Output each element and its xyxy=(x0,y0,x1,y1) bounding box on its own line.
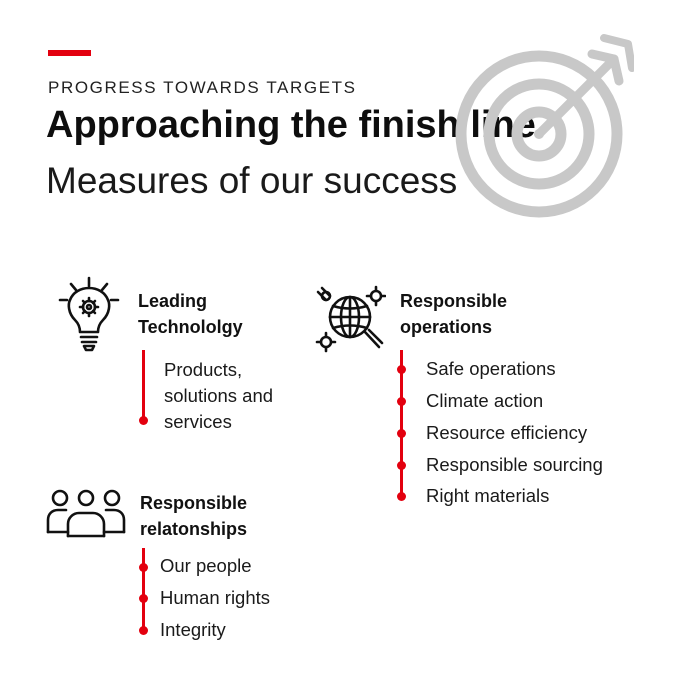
timeline-dot xyxy=(397,397,406,406)
timeline-dot xyxy=(139,563,148,572)
list-item: Our people xyxy=(160,555,252,576)
timeline-line xyxy=(400,350,403,496)
timeline-line xyxy=(142,548,145,634)
lightbulb-gear-icon xyxy=(58,276,120,352)
timeline-dot xyxy=(397,365,406,374)
timeline-dot xyxy=(139,416,148,425)
list-item: Integrity xyxy=(160,619,226,640)
timeline-dot xyxy=(139,594,148,603)
page-subtitle: Measures of our success xyxy=(46,160,458,201)
timeline-dot xyxy=(397,429,406,438)
list-item: Right materials xyxy=(426,485,550,506)
people-group-icon xyxy=(46,489,126,538)
accent-bar xyxy=(48,50,91,56)
target-icon xyxy=(455,34,634,218)
category-title-responsible-relationships: Responsible relatonships xyxy=(140,493,248,539)
list-item: Products, solutions and services xyxy=(164,359,274,432)
section-eyebrow: PROGRESS TOWARDS TARGETS xyxy=(48,78,357,97)
timeline-dot xyxy=(397,461,406,470)
list-item: Safe operations xyxy=(426,358,556,379)
list-item: Responsible sourcing xyxy=(426,454,603,475)
list-item: Human rights xyxy=(160,587,271,608)
category-title-leading-technology: Leading Technololgy xyxy=(138,291,243,337)
category-title-responsible-operations: Responsible operations xyxy=(400,291,508,337)
list-item: Resource efficiency xyxy=(426,422,588,443)
timeline-dot xyxy=(397,492,406,501)
globe-gears-icon xyxy=(315,285,386,353)
list-item: Climate action xyxy=(426,390,544,411)
timeline-line xyxy=(142,350,145,422)
timeline-dot xyxy=(139,626,148,635)
page-title: Approaching the finish line xyxy=(46,104,536,146)
